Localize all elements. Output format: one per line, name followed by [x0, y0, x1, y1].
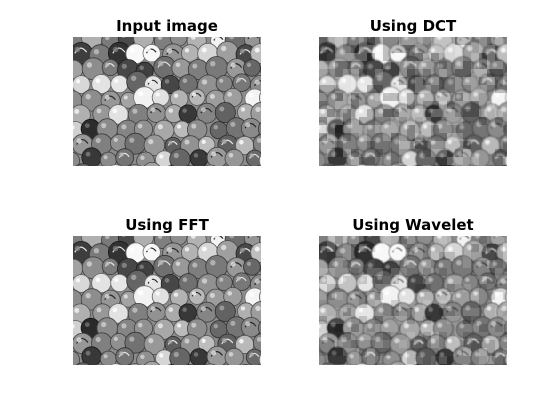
marbles-image — [319, 236, 507, 365]
panel-title: Using Wavelet — [352, 216, 474, 234]
panel-title: Using DCT — [369, 17, 457, 35]
marbles-image — [73, 37, 261, 166]
marbles-image — [73, 236, 261, 365]
marbles-image — [319, 37, 507, 166]
panel-using-dct: Using DCT — [319, 16, 507, 166]
panel-title: Input image — [116, 17, 218, 35]
panel-using-fft: Using FFT — [73, 215, 261, 365]
panel-title: Using FFT — [125, 216, 209, 234]
panel-using-wavelet: Using Wavelet — [319, 215, 507, 365]
panel-input-image: Input image — [73, 16, 261, 166]
